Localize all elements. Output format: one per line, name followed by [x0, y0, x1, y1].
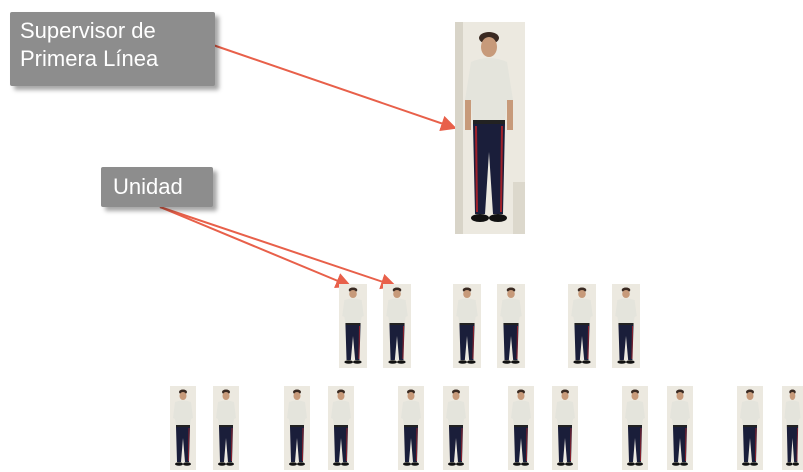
- unit-member-photo: [497, 284, 525, 368]
- unit-member-photo: [782, 386, 803, 470]
- unit-member-photo: [737, 386, 763, 470]
- supervisor-label: Supervisor de Primera Línea: [10, 12, 215, 86]
- supervisor-label-line1: Supervisor de: [20, 18, 156, 43]
- unit-member-photo: [170, 386, 196, 470]
- unit-member-photo: [443, 386, 469, 470]
- unit-member-photo: [284, 386, 310, 470]
- supervisor-label-line2: Primera Línea: [20, 46, 159, 71]
- unit-member-photo: [508, 386, 534, 470]
- unit-member-photo: [622, 386, 648, 470]
- unit-member-photo: [552, 386, 578, 470]
- unit-arrow-1: [159, 206, 352, 289]
- unit-member-photo: [383, 284, 411, 368]
- unit-member-photo: [213, 386, 239, 470]
- unit-member-photo: [568, 284, 596, 368]
- unit-member-photo: [667, 386, 693, 470]
- unit-arrow-2: [159, 206, 397, 290]
- unit-label: Unidad: [101, 167, 213, 207]
- unit-member-photo: [398, 386, 424, 470]
- unit-member-photo: [453, 284, 481, 368]
- unit-member-photo: [339, 284, 367, 368]
- supervisor-arrow: [212, 44, 457, 132]
- unit-member-photo: [612, 284, 640, 368]
- supervisor-photo: [455, 22, 525, 234]
- unit-member-photo: [328, 386, 354, 470]
